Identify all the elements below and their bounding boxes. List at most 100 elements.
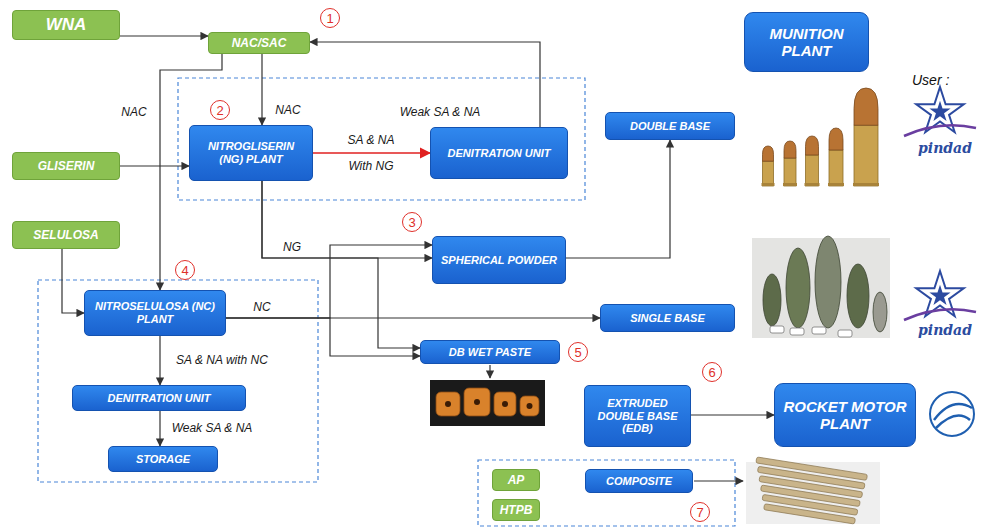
logo-star	[929, 285, 950, 305]
fuze-part	[790, 328, 804, 335]
fuze-part	[812, 327, 826, 334]
box-label: NITROSELULOSA (NC) PLANT	[90, 300, 220, 325]
box-label: GLISERIN	[38, 159, 95, 173]
callout-number: 6	[708, 365, 715, 380]
box-label: DB WET PASTE	[449, 346, 531, 359]
flow-connector	[120, 35, 208, 36]
grain-bore	[527, 403, 533, 409]
input-box: AP	[492, 469, 540, 491]
process-box: EXTRUDED DOUBLE BASE (EDB)	[584, 385, 691, 447]
process-box: SINGLE BASE	[600, 304, 735, 332]
callout-number: 2	[216, 103, 223, 118]
cartridge-rim	[853, 183, 879, 186]
brand-name: pindad	[918, 322, 972, 338]
flow-connector	[226, 318, 420, 356]
process-box: DB WET PASTE	[420, 340, 560, 364]
edge-label-box: NAC	[121, 105, 146, 119]
input-box: GLISERIN	[12, 152, 120, 180]
flow-connector	[566, 140, 670, 258]
cartridge-case	[763, 161, 774, 186]
propellant-grain	[464, 388, 490, 416]
flow-connector	[226, 245, 432, 318]
box-label: NAC/SAC	[232, 36, 287, 50]
flow-connector	[159, 411, 160, 446]
edge-label: NAC	[275, 103, 300, 117]
box-label: DOUBLE BASE	[630, 120, 710, 133]
bullet-tip	[784, 141, 796, 158]
cartridge-case	[806, 155, 819, 186]
process-box: STORAGE	[108, 446, 218, 472]
flow-connector	[159, 336, 160, 385]
bullet-tip	[763, 146, 774, 161]
edge-label: NG	[283, 240, 301, 254]
cartridge-case	[854, 125, 878, 186]
logo-ring	[930, 392, 974, 436]
edge-label-box: NG	[283, 240, 301, 254]
cartridge-rim	[783, 183, 797, 186]
edge-label-box: SA & NA with NC	[176, 353, 268, 367]
box-label: NITROGLISERIN (NG) PLANT	[195, 140, 307, 165]
box-label: HTPB	[500, 503, 533, 517]
cartridge-rim	[828, 183, 844, 186]
process-box: COMPOSITE	[585, 469, 693, 493]
label-box: pindad	[918, 322, 972, 338]
input-box: SELULOSA	[12, 221, 120, 249]
group-outline	[478, 460, 735, 526]
box-label: DENITRATION UNIT	[107, 392, 210, 405]
mortar-shell	[847, 264, 869, 328]
label-box: User :	[912, 72, 949, 88]
cartridge-case	[829, 150, 843, 186]
box-label: STORAGE	[136, 453, 190, 466]
callout-number: 3	[408, 215, 415, 230]
mortar-shell	[763, 274, 781, 326]
edge-label: SA & NA With NG	[348, 133, 395, 173]
callout-number: 5	[574, 345, 581, 360]
process-box: NITROSELULOSA (NC) PLANT	[84, 290, 226, 336]
box-label: AP	[508, 473, 525, 487]
propellant-grain	[494, 392, 516, 416]
grain-bore	[445, 401, 451, 407]
flow-connector	[262, 181, 432, 258]
bullet-tip	[806, 136, 819, 155]
box-label: MUNITION PLANT	[750, 25, 863, 60]
edge-label-box: SA & NA With NG	[341, 127, 401, 179]
box-label: SPHERICAL POWDER	[441, 254, 557, 267]
grain-bore	[502, 401, 508, 407]
logo-swoosh	[904, 309, 976, 320]
plant-box: MUNITION PLANT	[744, 12, 869, 72]
cartridge-rim	[762, 183, 775, 186]
input-box: WNA	[12, 10, 120, 40]
callout-circle: 5	[568, 342, 588, 362]
propellant-grain	[520, 396, 539, 416]
input-box: NAC/SAC	[208, 32, 310, 54]
callout-circle: 2	[210, 100, 230, 120]
box-label: ROCKET MOTOR PLANT	[780, 398, 910, 433]
callout-circle: 4	[175, 260, 195, 280]
group-outline	[178, 78, 585, 200]
edge-label: NAC	[121, 105, 146, 119]
fuze-part	[770, 326, 784, 333]
photo-ground	[430, 380, 545, 426]
edge-label: Weak SA & NA	[400, 105, 481, 119]
box-label: SELULOSA	[33, 228, 98, 242]
flow-arrow	[694, 480, 743, 481]
flow-connector	[62, 249, 84, 313]
callout-number: 4	[181, 263, 188, 278]
edge-label: Weak SA & NA	[172, 421, 253, 435]
flow-connector	[120, 165, 189, 166]
logo-star	[929, 101, 950, 121]
logo-swirl	[934, 404, 972, 428]
edge-label-box: NAC	[275, 103, 300, 117]
callout-number: 1	[326, 11, 333, 26]
flow-connector	[313, 152, 430, 154]
process-box: DOUBLE BASE	[605, 112, 735, 140]
callout-circle: 3	[402, 212, 422, 232]
flow-connector	[261, 54, 262, 125]
process-box: DENITRATION UNIT	[72, 385, 246, 411]
rocket-group	[749, 457, 868, 525]
edge-label-box: Weak SA & NA	[400, 105, 481, 119]
brand-name: pindad	[918, 140, 972, 156]
fuze-part	[838, 330, 852, 337]
mortar-shell	[873, 292, 887, 332]
box-label: DENITRATION UNIT	[447, 147, 550, 160]
